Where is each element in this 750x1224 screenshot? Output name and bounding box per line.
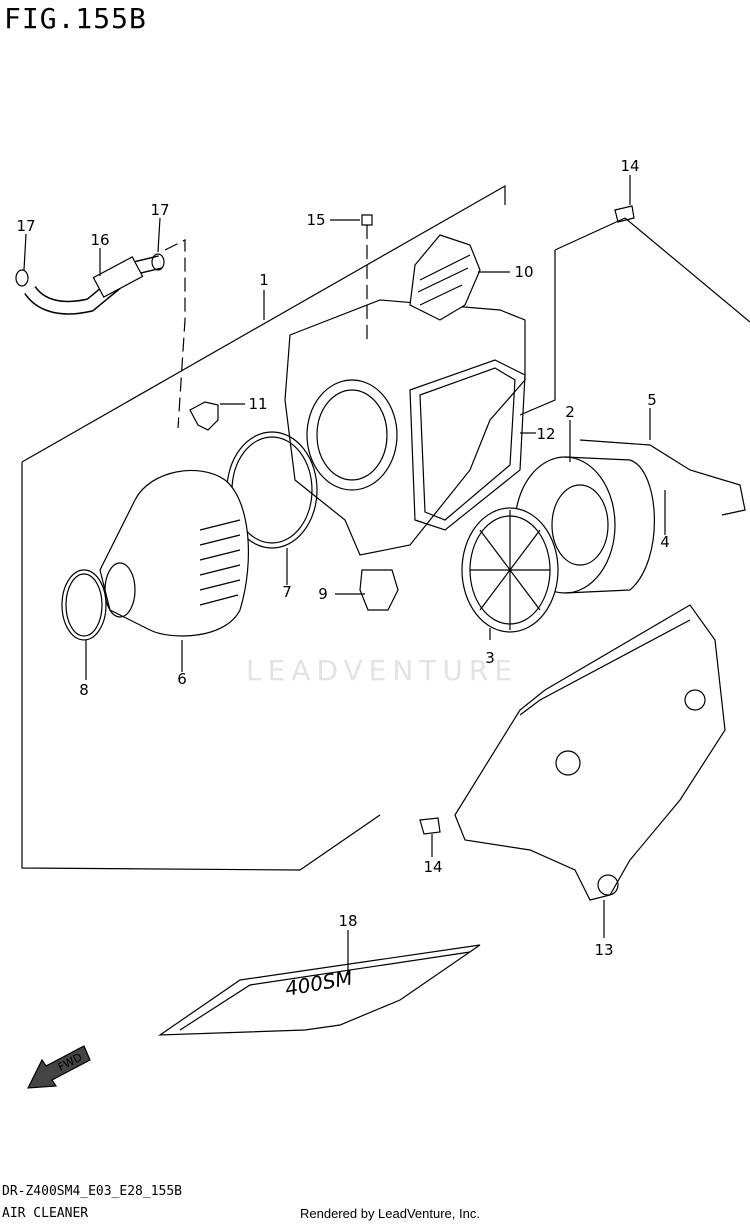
bolt-bottom (419, 817, 441, 835)
figure-title: FIG.155B (4, 2, 147, 35)
duct-clamp (61, 569, 107, 641)
callout-9: 9 (318, 585, 328, 603)
drain-grommet (359, 569, 399, 611)
callout-10: 10 (514, 263, 533, 281)
watermark: LEADVENTURE (246, 654, 519, 687)
callout-7: 7 (282, 583, 292, 601)
air-box (284, 299, 526, 556)
fitting (189, 401, 219, 431)
screw-15 (361, 214, 373, 226)
callout-14-bottom: 14 (423, 858, 442, 876)
callout-14-top: 14 (620, 157, 639, 175)
callout-17-left: 17 (16, 217, 35, 235)
fwd-arrow-icon (26, 1045, 91, 1089)
assembly-box (21, 184, 506, 463)
callout-4: 4 (660, 533, 670, 551)
callout-15: 15 (306, 211, 325, 229)
gasket-frame (409, 359, 526, 531)
callout-18: 18 (338, 912, 357, 930)
intake-boot (409, 234, 481, 321)
decal-emblem (157, 944, 481, 1036)
figure-code: DR-Z400SM4_E03_E28_155B (2, 1184, 183, 1199)
credit-text: Rendered by LeadVenture, Inc. (300, 1206, 480, 1221)
side-cover (454, 604, 726, 901)
callout-2: 2 (565, 403, 575, 421)
callout-3: 3 (485, 649, 495, 667)
callout-5: 5 (647, 391, 657, 409)
callout-11: 11 (248, 395, 267, 413)
callout-6: 6 (177, 670, 187, 688)
callout-8: 8 (79, 681, 89, 699)
hose-sleeve (92, 256, 144, 298)
inlet-duct (99, 469, 250, 637)
clamp-right (151, 253, 165, 271)
bolt-top (614, 205, 635, 223)
callout-16: 16 (90, 231, 109, 249)
retaining-wire (579, 439, 746, 516)
callout-1: 1 (259, 271, 269, 289)
callout-12: 12 (536, 425, 555, 443)
figure-name: AIR CLEANER (2, 1206, 89, 1221)
clamp-left (15, 269, 29, 287)
callout-13: 13 (594, 941, 613, 959)
callout-17-right: 17 (150, 201, 169, 219)
